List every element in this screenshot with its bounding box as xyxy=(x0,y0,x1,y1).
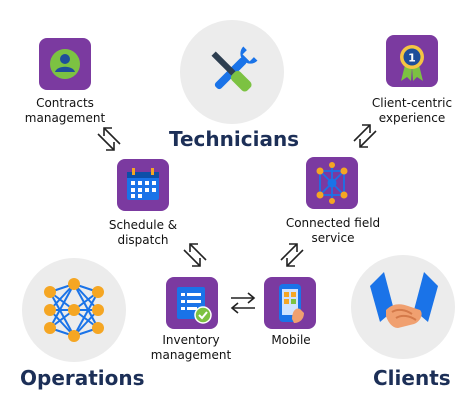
network-icon xyxy=(316,162,348,204)
exchange-arrow-icon xyxy=(277,240,307,270)
exchange-arrow-icon xyxy=(94,124,124,154)
phone-icon xyxy=(279,284,304,323)
schedule-tile xyxy=(117,159,169,211)
tools-icon xyxy=(200,40,264,104)
connected-label: Connected field service xyxy=(285,216,381,245)
technicians-title: Technicians xyxy=(169,127,300,151)
contracts-label: Contracts management xyxy=(24,96,106,125)
client-centric-label: Client-centric experience xyxy=(371,96,453,125)
inventory-tile xyxy=(166,277,218,329)
award-ribbon-icon: 1 xyxy=(400,45,424,81)
connected-tile xyxy=(306,157,358,209)
exchange-arrow-icon xyxy=(350,121,380,151)
user-icon xyxy=(50,49,80,79)
svg-text:1: 1 xyxy=(408,52,416,65)
exchange-arrow-icon xyxy=(228,291,258,315)
mobile-tile xyxy=(264,277,316,329)
calendar-icon xyxy=(127,168,159,200)
handshake-icon xyxy=(368,270,440,342)
inventory-label: Inventory management xyxy=(150,333,232,362)
checklist-icon xyxy=(177,287,212,324)
schedule-label: Schedule & dispatch xyxy=(108,218,178,247)
contracts-tile xyxy=(39,38,91,90)
client-centric-tile: 1 xyxy=(386,35,438,87)
clients-title: Clients xyxy=(373,366,451,390)
neural-net-icon xyxy=(40,278,108,342)
exchange-arrow-icon xyxy=(180,240,210,270)
operations-title: Operations xyxy=(20,366,145,390)
mobile-label: Mobile xyxy=(271,333,311,347)
